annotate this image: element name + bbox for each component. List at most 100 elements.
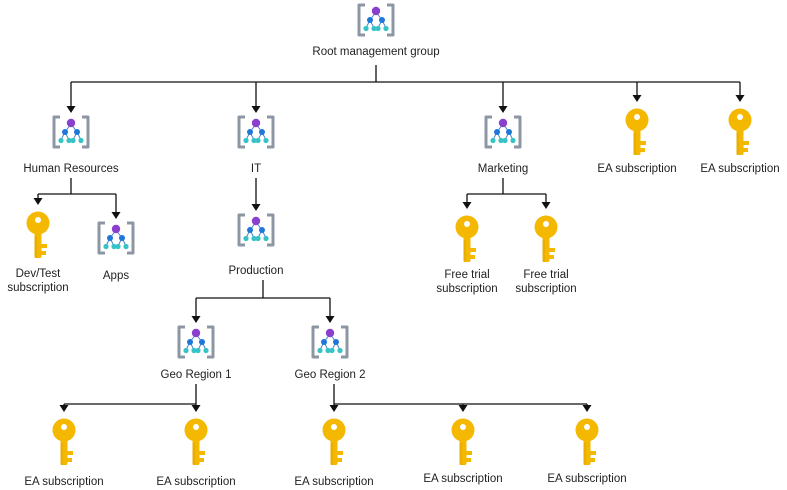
node-label-line: EA subscription <box>700 163 779 175</box>
node-label-line: subscription <box>7 282 68 294</box>
node-label: Marketing <box>478 163 529 175</box>
subscription-key-icon <box>52 418 76 465</box>
node-label-line: Free trial <box>523 269 568 281</box>
arrow-head <box>111 212 121 219</box>
management-group-icon <box>177 325 215 359</box>
node-label: EA subscription <box>156 476 235 488</box>
arrow-head <box>66 106 76 113</box>
subscription-key-icon <box>455 215 479 262</box>
node-label: Geo Region 1 <box>161 369 232 381</box>
node-label-line: Human Resources <box>23 163 118 175</box>
node-label: Apps <box>103 270 129 282</box>
subscription-key-icon <box>534 215 558 262</box>
arrow-head <box>632 95 642 102</box>
node-label-line: Free trial <box>444 269 489 281</box>
subscription-key-icon <box>184 418 208 465</box>
node-ea-top-2: EA subscription <box>700 108 780 175</box>
management-group-icon <box>484 115 522 149</box>
node-geo1: Geo Region 1 <box>161 325 232 381</box>
connectors <box>33 65 745 412</box>
node-it: IT <box>237 115 275 175</box>
connector-hr <box>33 178 121 219</box>
node-label-line: subscription <box>515 283 576 295</box>
node-trial-2: Free trial subscription <box>515 215 577 295</box>
subscription-key-icon <box>322 418 346 465</box>
node-label-line: Dev/Test <box>16 268 62 280</box>
node-label: EA subscription <box>700 163 779 175</box>
arrow-head <box>735 95 745 102</box>
node-label: EA subscription <box>423 473 502 485</box>
arrow-head <box>498 106 508 113</box>
node-ea-g2-2: EA subscription <box>423 418 503 485</box>
node-label-line: Production <box>229 265 284 277</box>
arrow-head <box>251 204 261 211</box>
connector-production <box>191 280 335 323</box>
arrow-head <box>325 316 335 323</box>
node-label: IT <box>251 163 261 175</box>
node-label: Dev/Test subscription <box>7 268 68 294</box>
node-label-line: Geo Region 2 <box>295 369 366 381</box>
node-production: Production <box>229 213 284 277</box>
node-geo2: Geo Region 2 <box>295 325 366 381</box>
management-group-icon <box>97 221 135 255</box>
arrow-head <box>541 202 551 209</box>
connector-geo2 <box>329 384 592 412</box>
node-label-line: Geo Region 1 <box>161 369 232 381</box>
node-root: Root management group <box>312 3 440 58</box>
node-label: Root management group <box>312 46 439 58</box>
node-label-line: IT <box>251 163 261 175</box>
node-marketing: Marketing <box>478 115 529 175</box>
node-label: EA subscription <box>24 476 103 488</box>
node-label-line: EA subscription <box>24 476 103 488</box>
arrow-head <box>329 405 339 412</box>
node-label-line: EA subscription <box>597 163 676 175</box>
management-group-icon <box>237 115 275 149</box>
connector-root <box>66 65 745 113</box>
arrow-head <box>462 202 472 209</box>
arrow-head <box>582 405 592 412</box>
node-label: EA subscription <box>597 163 676 175</box>
node-trial-1: Free trial subscription <box>436 215 498 295</box>
arrow-head <box>191 405 201 412</box>
node-label-line: EA subscription <box>423 473 502 485</box>
node-label-line: subscription <box>436 283 497 295</box>
node-apps: Apps <box>97 221 135 282</box>
node-devtest: Dev/Test subscription <box>7 211 69 294</box>
node-label: Free trial subscription <box>436 269 497 295</box>
arrow-head <box>33 198 43 205</box>
connector-marketing <box>462 178 551 209</box>
node-label: Free trial subscription <box>515 269 576 295</box>
management-group-icon <box>357 3 395 37</box>
management-group-icon <box>52 115 90 149</box>
node-ea-g1-1: EA subscription <box>24 418 104 488</box>
node-label-line: Apps <box>103 270 129 282</box>
node-label: Geo Region 2 <box>295 369 366 381</box>
node-label-line: Marketing <box>478 163 529 175</box>
subscription-key-icon <box>728 108 752 155</box>
subscription-key-icon <box>451 418 475 465</box>
node-label-line: EA subscription <box>156 476 235 488</box>
connector-it <box>251 178 261 211</box>
node-label: EA subscription <box>547 473 626 485</box>
node-label: Production <box>229 265 284 277</box>
subscription-key-icon <box>26 211 50 258</box>
connector-geo1 <box>59 384 201 412</box>
node-label-line: Root management group <box>312 46 439 58</box>
node-ea-g2-1: EA subscription <box>294 418 374 488</box>
arrow-head <box>251 106 261 113</box>
subscription-key-icon <box>575 418 599 465</box>
management-group-icon <box>311 325 349 359</box>
node-label-line: EA subscription <box>547 473 626 485</box>
node-ea-g1-2: EA subscription <box>156 418 236 488</box>
node-label: EA subscription <box>294 476 373 488</box>
arrow-head <box>191 316 201 323</box>
arrow-head <box>59 405 69 412</box>
node-label-line: EA subscription <box>294 476 373 488</box>
management-group-icon <box>237 213 275 247</box>
node-ea-top-1: EA subscription <box>597 108 677 175</box>
arrow-head <box>458 405 468 412</box>
node-hr: Human Resources <box>23 115 119 175</box>
node-label: Human Resources <box>23 163 118 175</box>
